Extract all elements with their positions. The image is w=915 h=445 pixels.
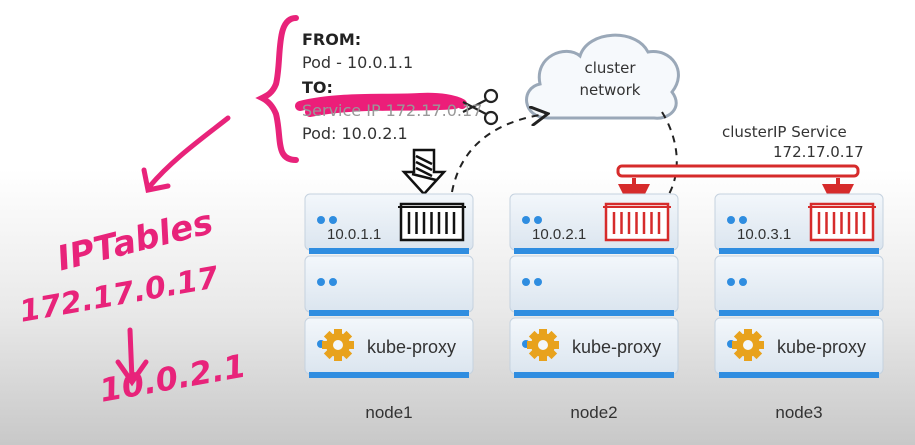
rack-accent-bar — [719, 310, 879, 316]
rack-accent-bar — [309, 310, 469, 316]
led-icon — [534, 216, 542, 224]
led-icon — [522, 216, 530, 224]
kube-proxy-label: kube-proxy — [572, 337, 662, 357]
node-label-3: node3 — [775, 403, 823, 422]
to-struck-value: Service IP 172.17.0.17 — [302, 101, 483, 120]
node-label-2: node2 — [570, 403, 618, 422]
cloud-line1: cluster — [584, 59, 636, 77]
container-icon — [808, 202, 876, 242]
cloud-icon — [525, 33, 680, 120]
service-bar — [616, 164, 860, 178]
brace-mark — [255, 15, 299, 163]
pod-ip-node2: 10.0.2.1 — [532, 226, 587, 243]
kube-proxy-label: kube-proxy — [777, 337, 867, 357]
pod-ip-node1: 10.0.1.1 — [327, 226, 382, 243]
strike-scribble — [295, 92, 467, 117]
led-icon — [317, 216, 325, 224]
annotation-arrow — [115, 115, 231, 387]
dashed-arrow-pod-to-cloud — [451, 114, 546, 193]
node-label-1: node1 — [365, 403, 413, 422]
led-icon — [739, 216, 747, 224]
from-label: FROM: — [302, 30, 362, 49]
rack-accent-bar — [514, 372, 674, 378]
to-value: Pod: 10.0.2.1 — [302, 124, 408, 143]
container-icon — [398, 202, 466, 242]
cloud-line2: network — [579, 81, 641, 99]
node-rack-2 — [509, 193, 679, 378]
container-icon — [603, 202, 671, 242]
pod-ip-node3: 10.0.3.1 — [737, 226, 792, 243]
led-icon — [317, 278, 325, 286]
led-icon — [329, 278, 337, 286]
rack-accent-bar — [309, 248, 469, 254]
service-ip: 172.17.0.17 — [773, 143, 864, 161]
rack-accent-bar — [309, 372, 469, 378]
led-icon — [522, 278, 530, 286]
rack-accent-bar — [719, 372, 879, 378]
download-arrow-icon — [401, 148, 447, 196]
led-icon — [739, 278, 747, 286]
rack-accent-bar — [514, 248, 674, 254]
rack-accent-bar — [514, 310, 674, 316]
cloud-label: cluster network — [555, 57, 665, 101]
gear-icon — [732, 329, 764, 361]
to-label: TO: — [302, 78, 333, 97]
led-icon — [329, 216, 337, 224]
led-icon — [534, 278, 542, 286]
service-name: clusterIP Service — [722, 123, 847, 141]
kube-proxy-label: kube-proxy — [367, 337, 457, 357]
node-rack-1 — [304, 193, 474, 378]
iptables-annotation: IPTables 172.17.0.17 10.0.2.1 — [16, 200, 260, 440]
led-icon — [727, 278, 735, 286]
node-rack-3 — [714, 193, 884, 378]
gear-icon — [322, 329, 354, 361]
gear-icon — [527, 329, 559, 361]
annotation-target-ip: 10.0.2.1 — [96, 346, 249, 410]
led-icon — [727, 216, 735, 224]
annotation-service-ip: 172.17.0.17 — [16, 260, 222, 330]
rack-accent-bar — [719, 248, 879, 254]
scissors-icon — [462, 88, 499, 126]
from-value: Pod - 10.0.1.1 — [302, 53, 414, 72]
